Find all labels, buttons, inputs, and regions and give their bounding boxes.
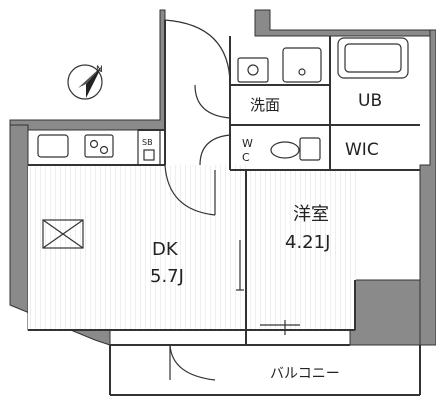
fixtures bbox=[37, 37, 409, 249]
fridge-space bbox=[42, 219, 84, 249]
label-wc-w: W bbox=[242, 137, 253, 150]
interior-walls bbox=[28, 20, 421, 396]
label-dk-size: 5.7J bbox=[150, 266, 184, 287]
entry-door bbox=[164, 19, 231, 86]
kitchen-sink bbox=[37, 134, 69, 158]
stove bbox=[84, 134, 114, 158]
label-unit-bath: UB bbox=[358, 91, 382, 111]
compass: N bbox=[67, 64, 103, 100]
bedroom-floor bbox=[246, 170, 356, 330]
dk-door bbox=[164, 164, 216, 216]
wash-door bbox=[194, 84, 231, 119]
room-labels: 洗面 UB W C WIC SB 洋室 4.21J DK 5.7J バルコニー bbox=[142, 91, 382, 382]
floors bbox=[27, 129, 356, 330]
washing-machine-pan bbox=[282, 47, 322, 83]
label-bedroom-name: 洋室 bbox=[293, 204, 329, 225]
label-wc-c: C bbox=[242, 151, 250, 164]
label-shoe-box: SB bbox=[142, 138, 153, 147]
label-dk-name: DK bbox=[152, 239, 179, 260]
compass-ring bbox=[67, 64, 103, 100]
balcony-door bbox=[169, 344, 216, 381]
label-wic: WIC bbox=[345, 140, 379, 160]
label-balcony: バルコニー bbox=[270, 366, 340, 382]
shoe-box bbox=[137, 129, 161, 166]
doors bbox=[164, 19, 300, 381]
outer-walls bbox=[9, 9, 436, 346]
kitchen-counter bbox=[27, 129, 139, 166]
wc-door bbox=[199, 134, 231, 166]
bathtub bbox=[337, 37, 409, 79]
washbasin bbox=[237, 57, 269, 83]
toilet-tank bbox=[299, 137, 321, 161]
compass-north-label: N bbox=[96, 65, 103, 75]
north-arrow-icon bbox=[86, 66, 102, 98]
toilet-bowl bbox=[270, 141, 300, 159]
label-bedroom-size: 4.21J bbox=[285, 232, 330, 253]
label-washroom: 洗面 bbox=[250, 96, 280, 114]
